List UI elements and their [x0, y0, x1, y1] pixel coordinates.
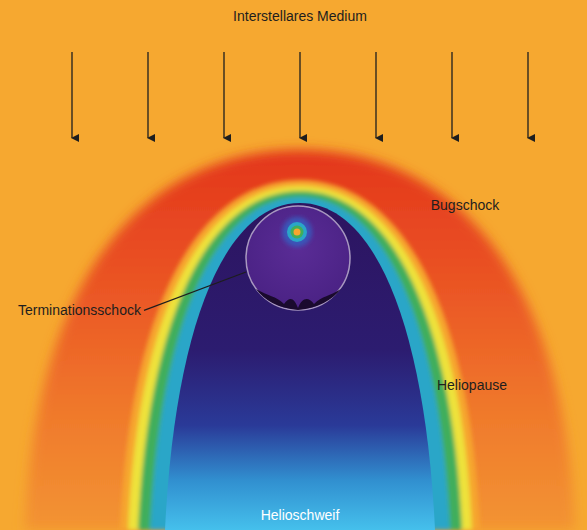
callout-label: Terminationsschock	[18, 302, 141, 319]
inner-dark-region	[256, 289, 341, 310]
heliopause-layer	[128, 186, 472, 530]
heliopause-layer	[120, 180, 480, 530]
heliopause-layer	[138, 191, 462, 530]
sun-ring	[291, 226, 304, 239]
bow-shock-region	[25, 150, 575, 530]
heliopause-layer	[150, 197, 450, 530]
region-label: Interstellares Medium	[233, 8, 367, 25]
region-label: Helioschweif	[261, 507, 340, 524]
sun	[294, 229, 301, 236]
sun-ring	[282, 217, 312, 247]
leader-line	[144, 272, 246, 310]
region-label: Bugschock	[431, 197, 499, 214]
sun-ring	[287, 222, 307, 242]
termination-shock	[246, 206, 350, 310]
heliotail	[165, 203, 435, 530]
region-label: Heliopause	[437, 377, 507, 394]
flow-arrows	[72, 52, 528, 138]
